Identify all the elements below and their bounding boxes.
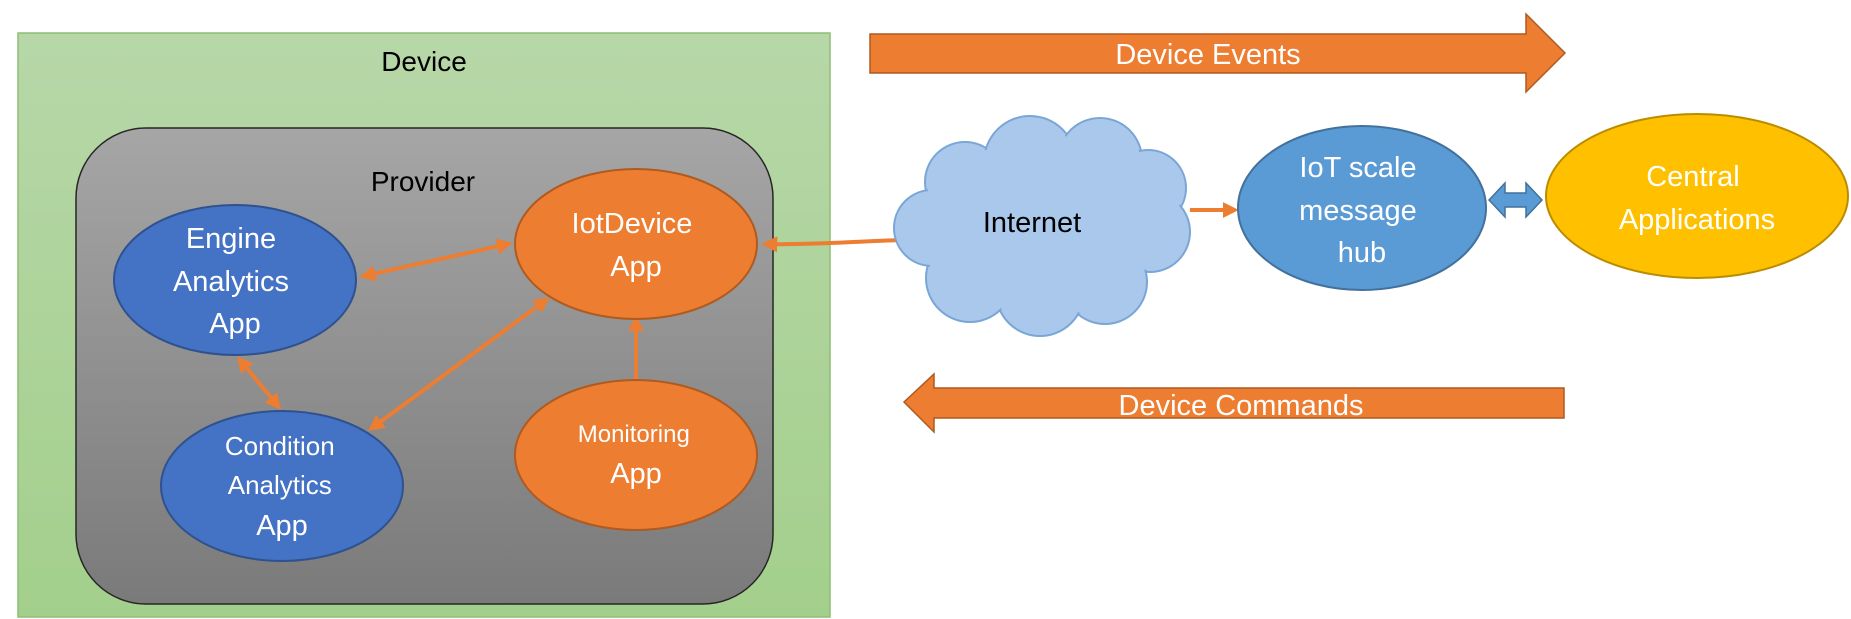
internet-label: Internet	[983, 207, 1081, 239]
device-commands-arrow: Device Commands	[902, 372, 1565, 434]
central-line-1: Central	[1646, 161, 1740, 193]
hub-central-double-arrow	[1487, 181, 1544, 219]
monitoring-line-1: Monitoring	[578, 421, 690, 448]
monitoring-line-2: App	[610, 458, 662, 490]
device-events-arrow: Device Events	[869, 12, 1567, 94]
condition-analytics-line-2: Analytics	[228, 470, 332, 500]
engine-analytics-line-2: Analytics	[173, 266, 289, 298]
condition-analytics-line-3: App	[256, 510, 308, 542]
condition-analytics-line-1: Condition	[225, 431, 335, 461]
svg-text:Condition Analytics: Condition Analytics App	[225, 431, 339, 542]
condition-analytics-app: Condition Analytics App	[160, 410, 404, 562]
engine-analytics-app: Engine Analytics App	[113, 204, 357, 356]
provider-label: Provider	[371, 166, 475, 197]
iotdevice-line-1: IotDevice	[572, 208, 693, 240]
monitoring-app: Monitoring App	[514, 379, 758, 531]
central-line-2: Applications	[1619, 204, 1775, 236]
svg-text:IoT scale message: IoT scale message hub	[1299, 152, 1425, 269]
engine-iotdevice-connector	[359, 238, 513, 282]
iotdevice-app: IotDevice App	[514, 168, 758, 320]
central-applications: Central Applications	[1545, 113, 1849, 279]
iot-message-hub: IoT scale message hub	[1237, 125, 1487, 291]
device-events-label: Device Events	[1115, 39, 1300, 71]
engine-condition-connector	[236, 356, 282, 410]
engine-analytics-line-3: App	[209, 308, 261, 340]
internet-iotdevice-connector	[761, 236, 901, 253]
hub-line-1: IoT scale	[1299, 152, 1416, 184]
internal-connectors	[236, 202, 1239, 431]
engine-analytics-line-1: Engine	[186, 223, 276, 255]
internet-cloud: Internet	[893, 115, 1191, 337]
hub-line-2: message	[1299, 195, 1417, 227]
svg-text:IotDevice App: IotDevice App	[572, 208, 701, 283]
svg-text:Central Applications: Central Applications	[1619, 161, 1775, 236]
iotdevice-line-2: App	[610, 251, 662, 283]
device-label: Device	[381, 46, 467, 77]
device-commands-label: Device Commands	[1119, 390, 1364, 422]
svg-text:Monitoring App: Monitoring App	[578, 421, 695, 490]
hub-line-3: hub	[1338, 237, 1386, 269]
svg-text:Engine Analytics A: Engine Analytics App	[173, 223, 297, 340]
iotdevice-condition-connector	[368, 297, 550, 431]
